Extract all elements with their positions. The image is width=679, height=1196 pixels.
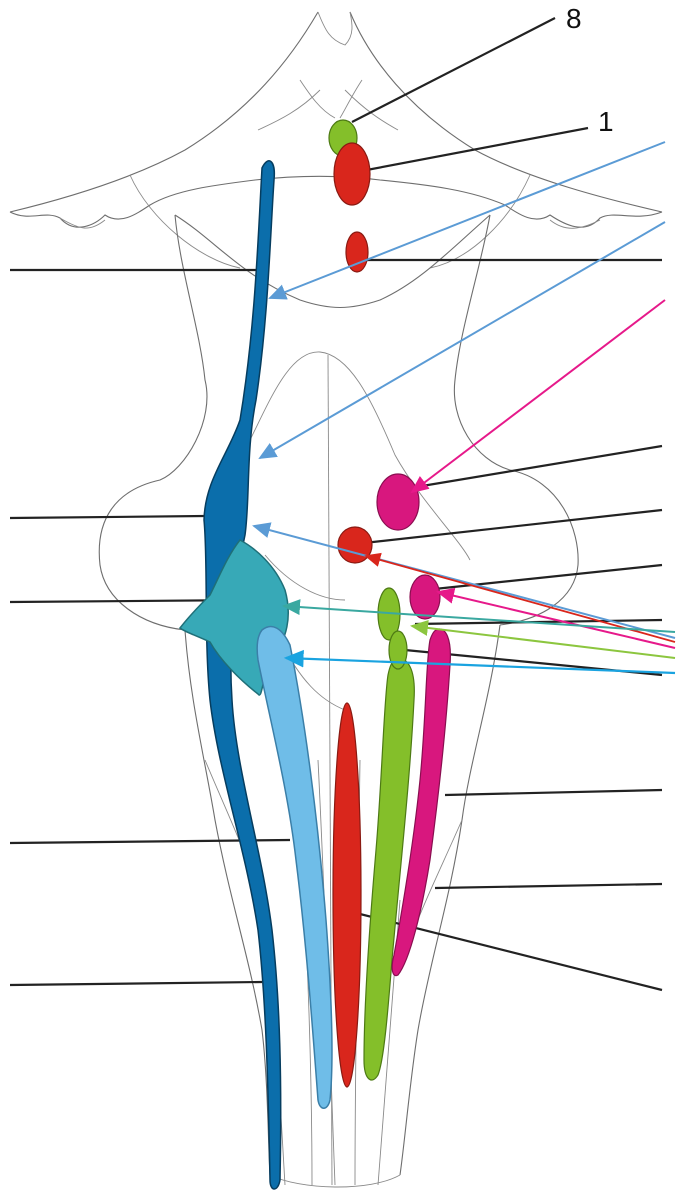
leader-right-8 — [434, 882, 663, 890]
leader-right-4 — [424, 563, 663, 592]
red-mid-nucleus — [337, 526, 373, 564]
leader-left-5 — [9, 980, 263, 987]
leader-right-3 — [354, 508, 663, 546]
leader-left-2 — [9, 514, 206, 520]
label-8: 8 — [566, 3, 582, 34]
magenta-small-nucleus — [409, 574, 441, 620]
green-column-nucleus — [363, 658, 415, 1081]
arrow-blue-3 — [252, 522, 676, 639]
arrow-magenta-2 — [436, 587, 676, 649]
leader-right-7 — [444, 788, 663, 797]
pointer-arrows — [252, 141, 676, 675]
label-1: 1 — [598, 106, 614, 137]
magenta-column-nucleus — [391, 628, 451, 977]
leader-right-2 — [409, 444, 663, 490]
arrow-blue-2 — [258, 221, 666, 460]
arrow-blue-1 — [268, 141, 666, 300]
leader-8 — [351, 17, 556, 123]
dark-blue-nucleus — [203, 160, 282, 1190]
arrow-green-1 — [410, 619, 676, 659]
light-blue-nucleus — [256, 625, 333, 1109]
nuclei — [178, 119, 451, 1190]
leader-1 — [355, 126, 589, 174]
arrow-cyan-1 — [283, 649, 676, 675]
red-top-nucleus — [333, 142, 371, 206]
magenta-large-nucleus — [376, 473, 420, 531]
red-column-nucleus — [332, 702, 362, 1088]
green-small-b-nucleus — [388, 630, 408, 670]
arrow-teal-1 — [282, 599, 676, 633]
arrow-magenta-1 — [410, 299, 666, 494]
